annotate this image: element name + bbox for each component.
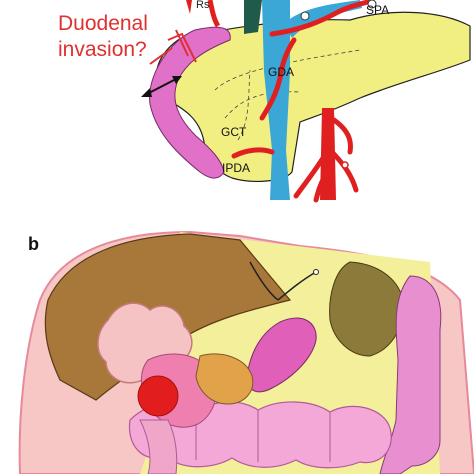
ipda-artery xyxy=(231,147,275,159)
panel-a: Duodenal invasion? Rs SPA GDA GCT IPDA xyxy=(58,0,471,203)
annotation-invasion: invasion? xyxy=(58,38,147,61)
intestine-folds xyxy=(159,410,331,462)
splenic-artery xyxy=(269,0,371,37)
label-rs: Rs xyxy=(196,0,210,11)
pancreas-head-b xyxy=(195,353,254,405)
bile-duct xyxy=(244,0,262,34)
label-gct: GCT xyxy=(221,125,247,139)
arrowhead-right xyxy=(172,76,182,84)
annotation-duodenal: Duodenal xyxy=(58,12,148,35)
stomach xyxy=(379,275,442,474)
portal-vein xyxy=(262,0,290,200)
arrowhead-left xyxy=(141,88,152,97)
gda-artery xyxy=(259,37,297,121)
liver-right-lobe xyxy=(329,261,405,357)
spa-dot xyxy=(367,0,377,9)
gallbladder xyxy=(246,317,317,393)
hepatic-dot xyxy=(300,11,310,21)
label-ipda: IPDA xyxy=(222,161,250,175)
falciform-ligament xyxy=(249,261,317,301)
ligament-node xyxy=(313,269,319,275)
lower-colon xyxy=(139,419,178,474)
sma-branches xyxy=(293,117,359,203)
ipda-dot xyxy=(341,161,349,169)
invasion-bracket xyxy=(167,29,197,63)
top-artery-stub xyxy=(186,0,192,14)
duodenum xyxy=(149,26,231,179)
panel-letter-b: b xyxy=(28,234,39,254)
label-spa: SPA xyxy=(366,3,389,17)
invasion-bracket-line xyxy=(149,47,173,65)
tumor xyxy=(137,375,179,417)
hepatic-artery xyxy=(207,0,221,28)
label-gda: GDA xyxy=(268,65,294,79)
panel-b: b xyxy=(18,230,474,474)
